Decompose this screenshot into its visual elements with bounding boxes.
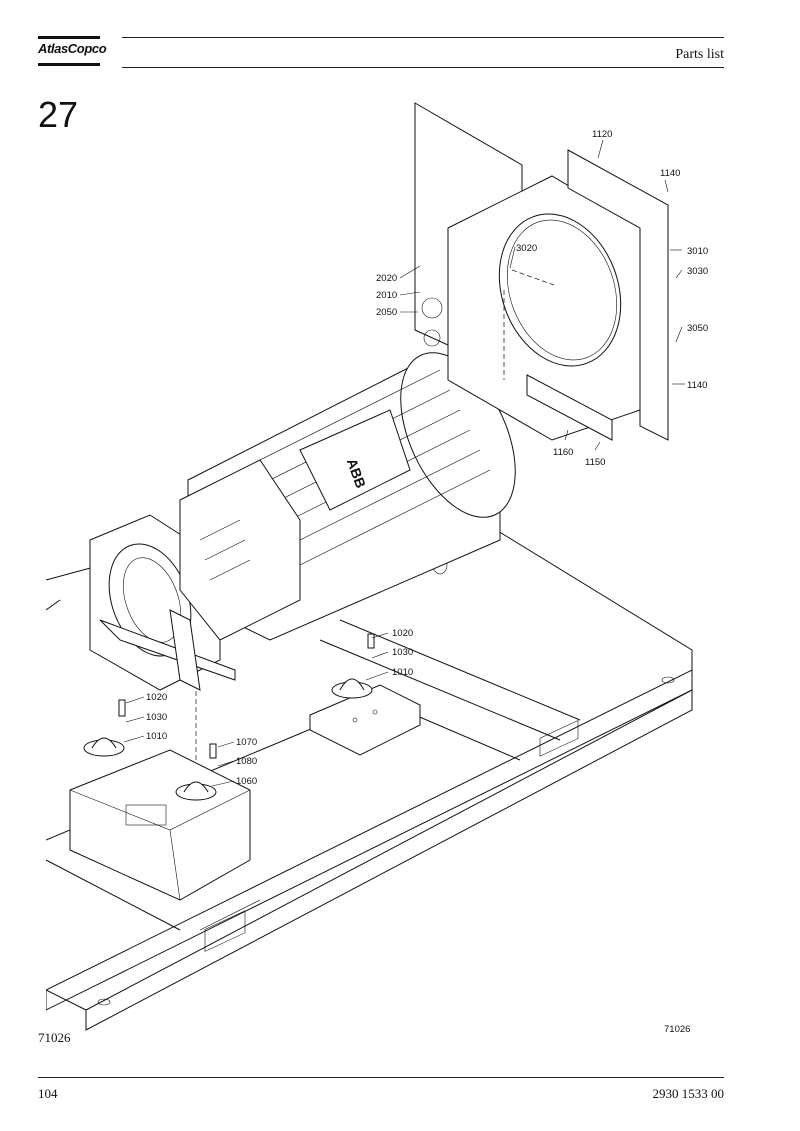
exploded-view-drawing: ABB: [46, 102, 708, 1035]
callout-1060: 1060: [236, 776, 257, 787]
callout-1070: 1070: [236, 737, 257, 748]
section-number: 27: [38, 94, 79, 135]
rubber-mounts: [83, 633, 375, 801]
header-rule-bottom: [122, 67, 724, 68]
callout-labels: 1120 1140 3010 3030 3020 2020 2010 2050 …: [146, 129, 708, 1035]
radiator-assembly: [414, 102, 669, 441]
callout-1160: 1160: [553, 447, 573, 458]
callout-1080: 1080: [236, 756, 257, 767]
callout-1140-top: 1140: [660, 168, 680, 179]
atlas-copco-logo: AtlasCopco: [38, 36, 107, 66]
logo-text: AtlasCopco: [38, 41, 107, 56]
header-title: Parts list: [675, 47, 724, 62]
callout-2010: 2010: [376, 290, 397, 301]
footer-rule: [38, 1077, 724, 1078]
callout-1030-right: 1030: [392, 647, 413, 658]
callout-1010-left: 1010: [146, 731, 167, 742]
figure-number-inner: 71026: [664, 1024, 690, 1035]
callout-1120: 1120: [592, 129, 612, 140]
page-number: 104: [38, 1086, 58, 1101]
callout-leader-lines: [123, 139, 685, 787]
flywheel-housing: [89, 459, 301, 691]
callout-2050: 2050: [376, 307, 397, 318]
figure-number-outer: 71026: [38, 1030, 71, 1045]
callout-1140-bottom: 1140: [687, 380, 707, 391]
header-rule-top: [122, 37, 724, 38]
logo-bottom-bar: [38, 63, 100, 66]
callout-1010-right: 1010: [392, 667, 413, 678]
document-number: 2930 1533 00: [652, 1086, 725, 1101]
callout-3030: 3030: [687, 266, 708, 277]
callout-1020-left: 1020: [146, 692, 167, 703]
callout-1150: 1150: [585, 457, 605, 468]
callout-1020-right: 1020: [392, 628, 413, 639]
callout-3050: 3050: [687, 323, 708, 334]
callout-2020: 2020: [376, 273, 397, 284]
logo-top-bar: [38, 36, 100, 39]
callout-1030-left: 1030: [146, 712, 167, 723]
callout-3020: 3020: [516, 243, 537, 254]
callout-3010: 3010: [687, 246, 708, 257]
